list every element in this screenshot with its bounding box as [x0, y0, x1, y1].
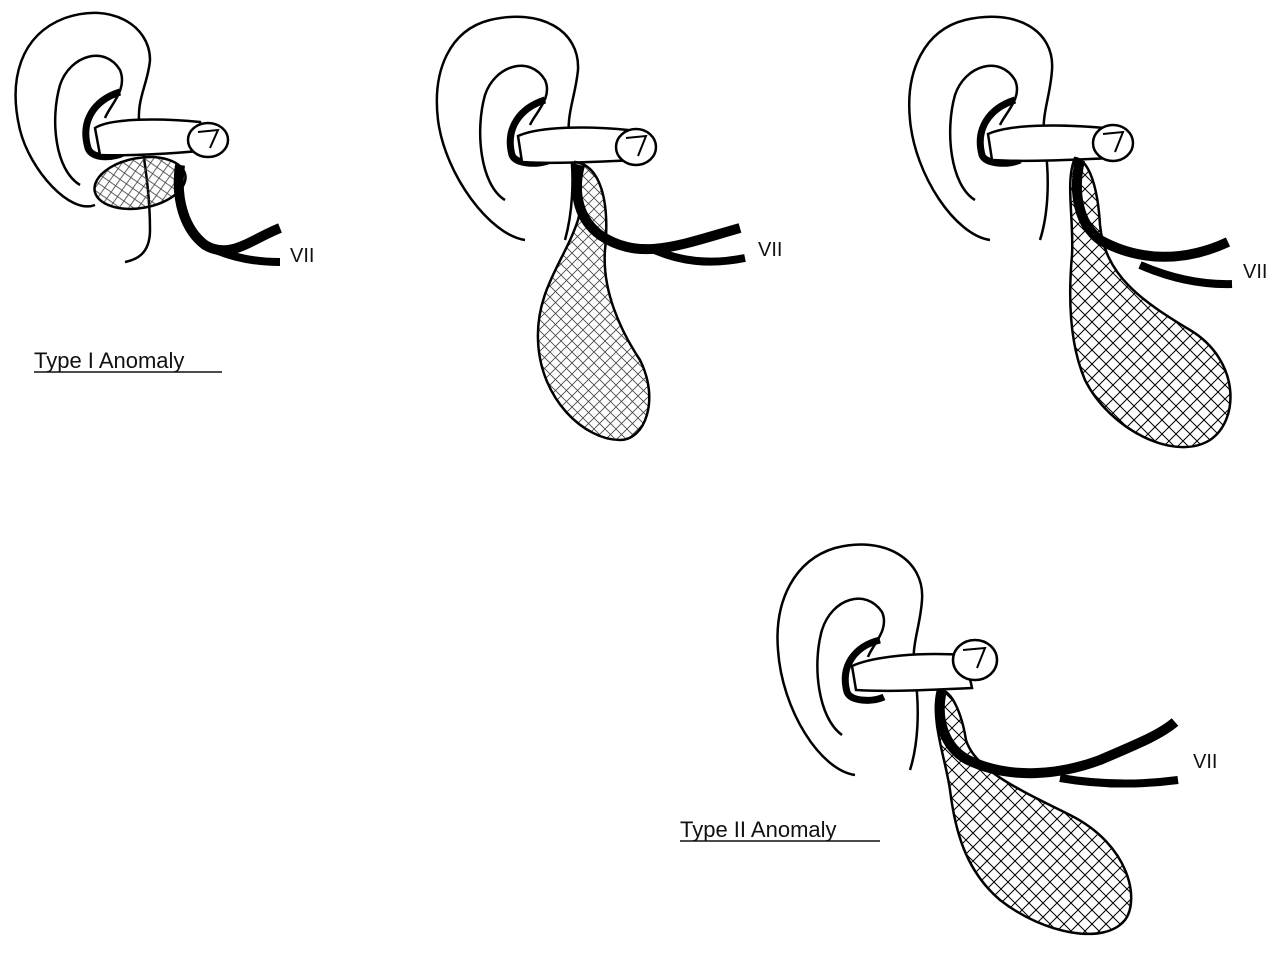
facial-nerve: [179, 165, 280, 250]
nerve-label: VII: [1243, 261, 1267, 283]
caption-type2: Type II Anomaly: [680, 817, 837, 842]
caption-type1: Type I Anomaly: [34, 348, 184, 373]
facial-nerve: [940, 690, 1175, 773]
nerve-label: VII: [1193, 751, 1217, 773]
nerve-label: VII: [758, 239, 782, 261]
panel-type2b: VII: [909, 17, 1267, 447]
tympanic-membrane: [616, 129, 656, 165]
anomaly-region: [538, 162, 649, 440]
panel-type2c: VII Type II Anomaly: [680, 545, 1217, 934]
anomaly-region: [936, 690, 1131, 934]
tympanic-membrane: [188, 123, 228, 157]
nerve-label: VII: [290, 245, 314, 267]
tympanic-membrane: [1093, 125, 1133, 161]
anomaly-region: [1070, 158, 1230, 447]
tympanic-membrane: [953, 640, 997, 680]
panel-type1: VII Type I Anomaly: [16, 13, 315, 373]
panel-type2a: VII: [437, 17, 783, 440]
